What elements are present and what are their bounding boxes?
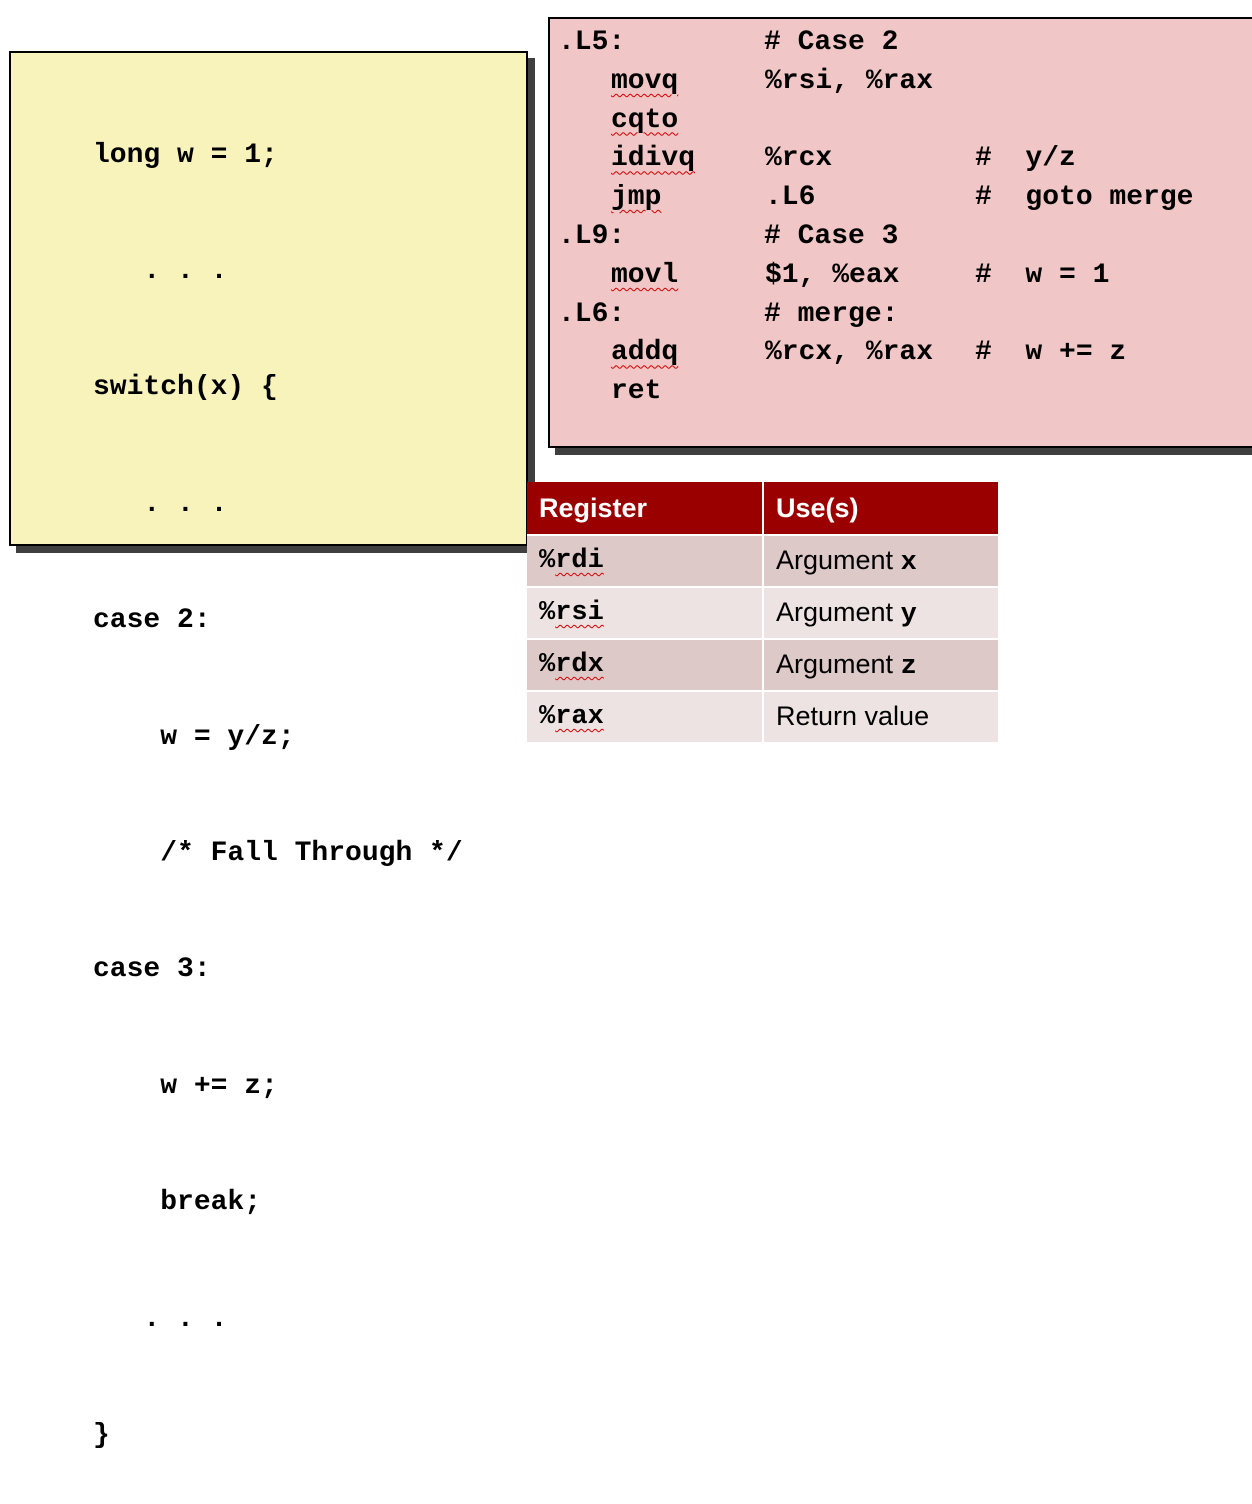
asm-instruction-text: cqto [611, 104, 679, 136]
c-code-line: } [93, 1419, 110, 1451]
c-code-panel: long w = 1; . . . switch(x) { . . . case… [9, 51, 528, 1451]
c-code-block: long w = 1; . . . switch(x) { . . . case… [93, 59, 463, 1504]
asm-instruction-text: movl [611, 259, 679, 291]
asm-instruction-text: jmp [611, 182, 662, 214]
asm-comment: # Case 3 [764, 220, 899, 252]
asm-instruction-text: addq [611, 337, 679, 369]
asm-label: .L9: [558, 220, 626, 252]
register-cell: %rdx [527, 639, 764, 692]
asm-instruction-text: idivq [611, 143, 696, 175]
register-name: %rdi [539, 546, 604, 576]
asm-operands: %rsi, %rax [765, 65, 934, 97]
use-text: Argument [776, 596, 901, 627]
asm-comment: # y/z [975, 143, 1076, 175]
register-cell: %rsi [527, 587, 764, 640]
asm-comment: # merge: [764, 298, 899, 330]
asm-comment: # goto merge [975, 182, 1194, 214]
argument-name: y [900, 599, 917, 630]
use-text: Return value [776, 700, 930, 731]
asm-operands: %rcx [765, 143, 833, 175]
asm-instruction: movl [611, 257, 765, 296]
register-name: %rax [539, 702, 604, 732]
c-code-line: /* Fall Through */ [93, 837, 463, 869]
c-code-line: long w = 1; [93, 139, 278, 171]
assembly-panel: .L5: # Case 2 movq %rsi, %rax cqto idivq %rcx #… [548, 17, 1252, 448]
asm-label: .L5: [558, 27, 626, 58]
asm-instruction: movq [611, 63, 765, 102]
asm-instruction: jmp [611, 179, 765, 218]
asm-comment: # Case 2 [764, 27, 899, 58]
c-code-line: case 2: [93, 605, 211, 637]
table-row: %rdx Argument z [527, 639, 1000, 692]
asm-line: .L9: # Case 3 [558, 218, 1193, 257]
c-code-line: w = y/z; [93, 721, 295, 753]
asm-comment: # w += z [975, 337, 1127, 369]
asm-instruction: ret [611, 373, 765, 412]
c-code-line: . . . [93, 488, 228, 520]
register-cell: %rdi [527, 535, 764, 588]
asm-line: movl $1, %eax # w = 1 [558, 257, 1193, 296]
asm-line: .L6: # merge: [558, 296, 1193, 335]
asm-label: .L6: [558, 298, 626, 330]
asm-line: addq %rcx, %rax # w += z [558, 334, 1193, 373]
asm-instruction: addq [611, 334, 765, 373]
asm-operands: $1, %eax [765, 259, 900, 291]
asm-line: jmp .L6 # goto merge [558, 179, 1193, 218]
header-uses: Use(s) [763, 482, 1000, 536]
c-code-line: break; [93, 1187, 262, 1219]
register-cell: %rax [527, 691, 764, 744]
asm-instruction-text: ret [611, 376, 662, 408]
asm-line: movq %rsi, %rax [558, 63, 1193, 102]
asm-line: ret [558, 373, 1193, 412]
asm-instruction: cqto [611, 102, 765, 141]
use-text: Argument [776, 544, 901, 575]
c-code-line: case 3: [93, 954, 211, 986]
asm-comment: # w = 1 [975, 259, 1110, 291]
c-code-line: . . . [93, 255, 228, 287]
asm-operands: %rcx, %rax [765, 337, 934, 369]
asm-line: cqto [558, 102, 1193, 141]
use-cell: Argument x [763, 535, 1000, 588]
use-cell: Argument z [763, 639, 1000, 692]
header-register: Register [527, 482, 764, 536]
use-cell: Argument y [763, 587, 1000, 640]
asm-operands: .L6 [765, 182, 816, 214]
asm-instruction-text: movq [611, 65, 679, 97]
argument-name: x [900, 547, 917, 578]
use-text: Argument [776, 648, 901, 679]
assembly-code-block: .L5: # Case 2 movq %rsi, %rax cqto idivq %rcx #… [558, 24, 1193, 412]
register-name: %rdx [539, 650, 604, 680]
asm-line: idivq %rcx # y/z [558, 140, 1193, 179]
table-row: %rsi Argument y [527, 587, 1000, 640]
use-cell: Return value [763, 691, 1000, 744]
register-name: %rsi [539, 598, 604, 628]
table-row: %rax Return value [527, 691, 1000, 744]
asm-instruction: idivq [611, 140, 765, 179]
table-header-row: Register Use(s) [527, 482, 1000, 536]
asm-line: .L5: # Case 2 [558, 24, 1193, 63]
table-row: %rdi Argument x [527, 535, 1000, 588]
c-code-line: w += z; [93, 1070, 278, 1102]
c-code-line: . . . [93, 1303, 228, 1335]
argument-name: z [900, 651, 917, 682]
c-code-line: switch(x) { [93, 372, 278, 404]
